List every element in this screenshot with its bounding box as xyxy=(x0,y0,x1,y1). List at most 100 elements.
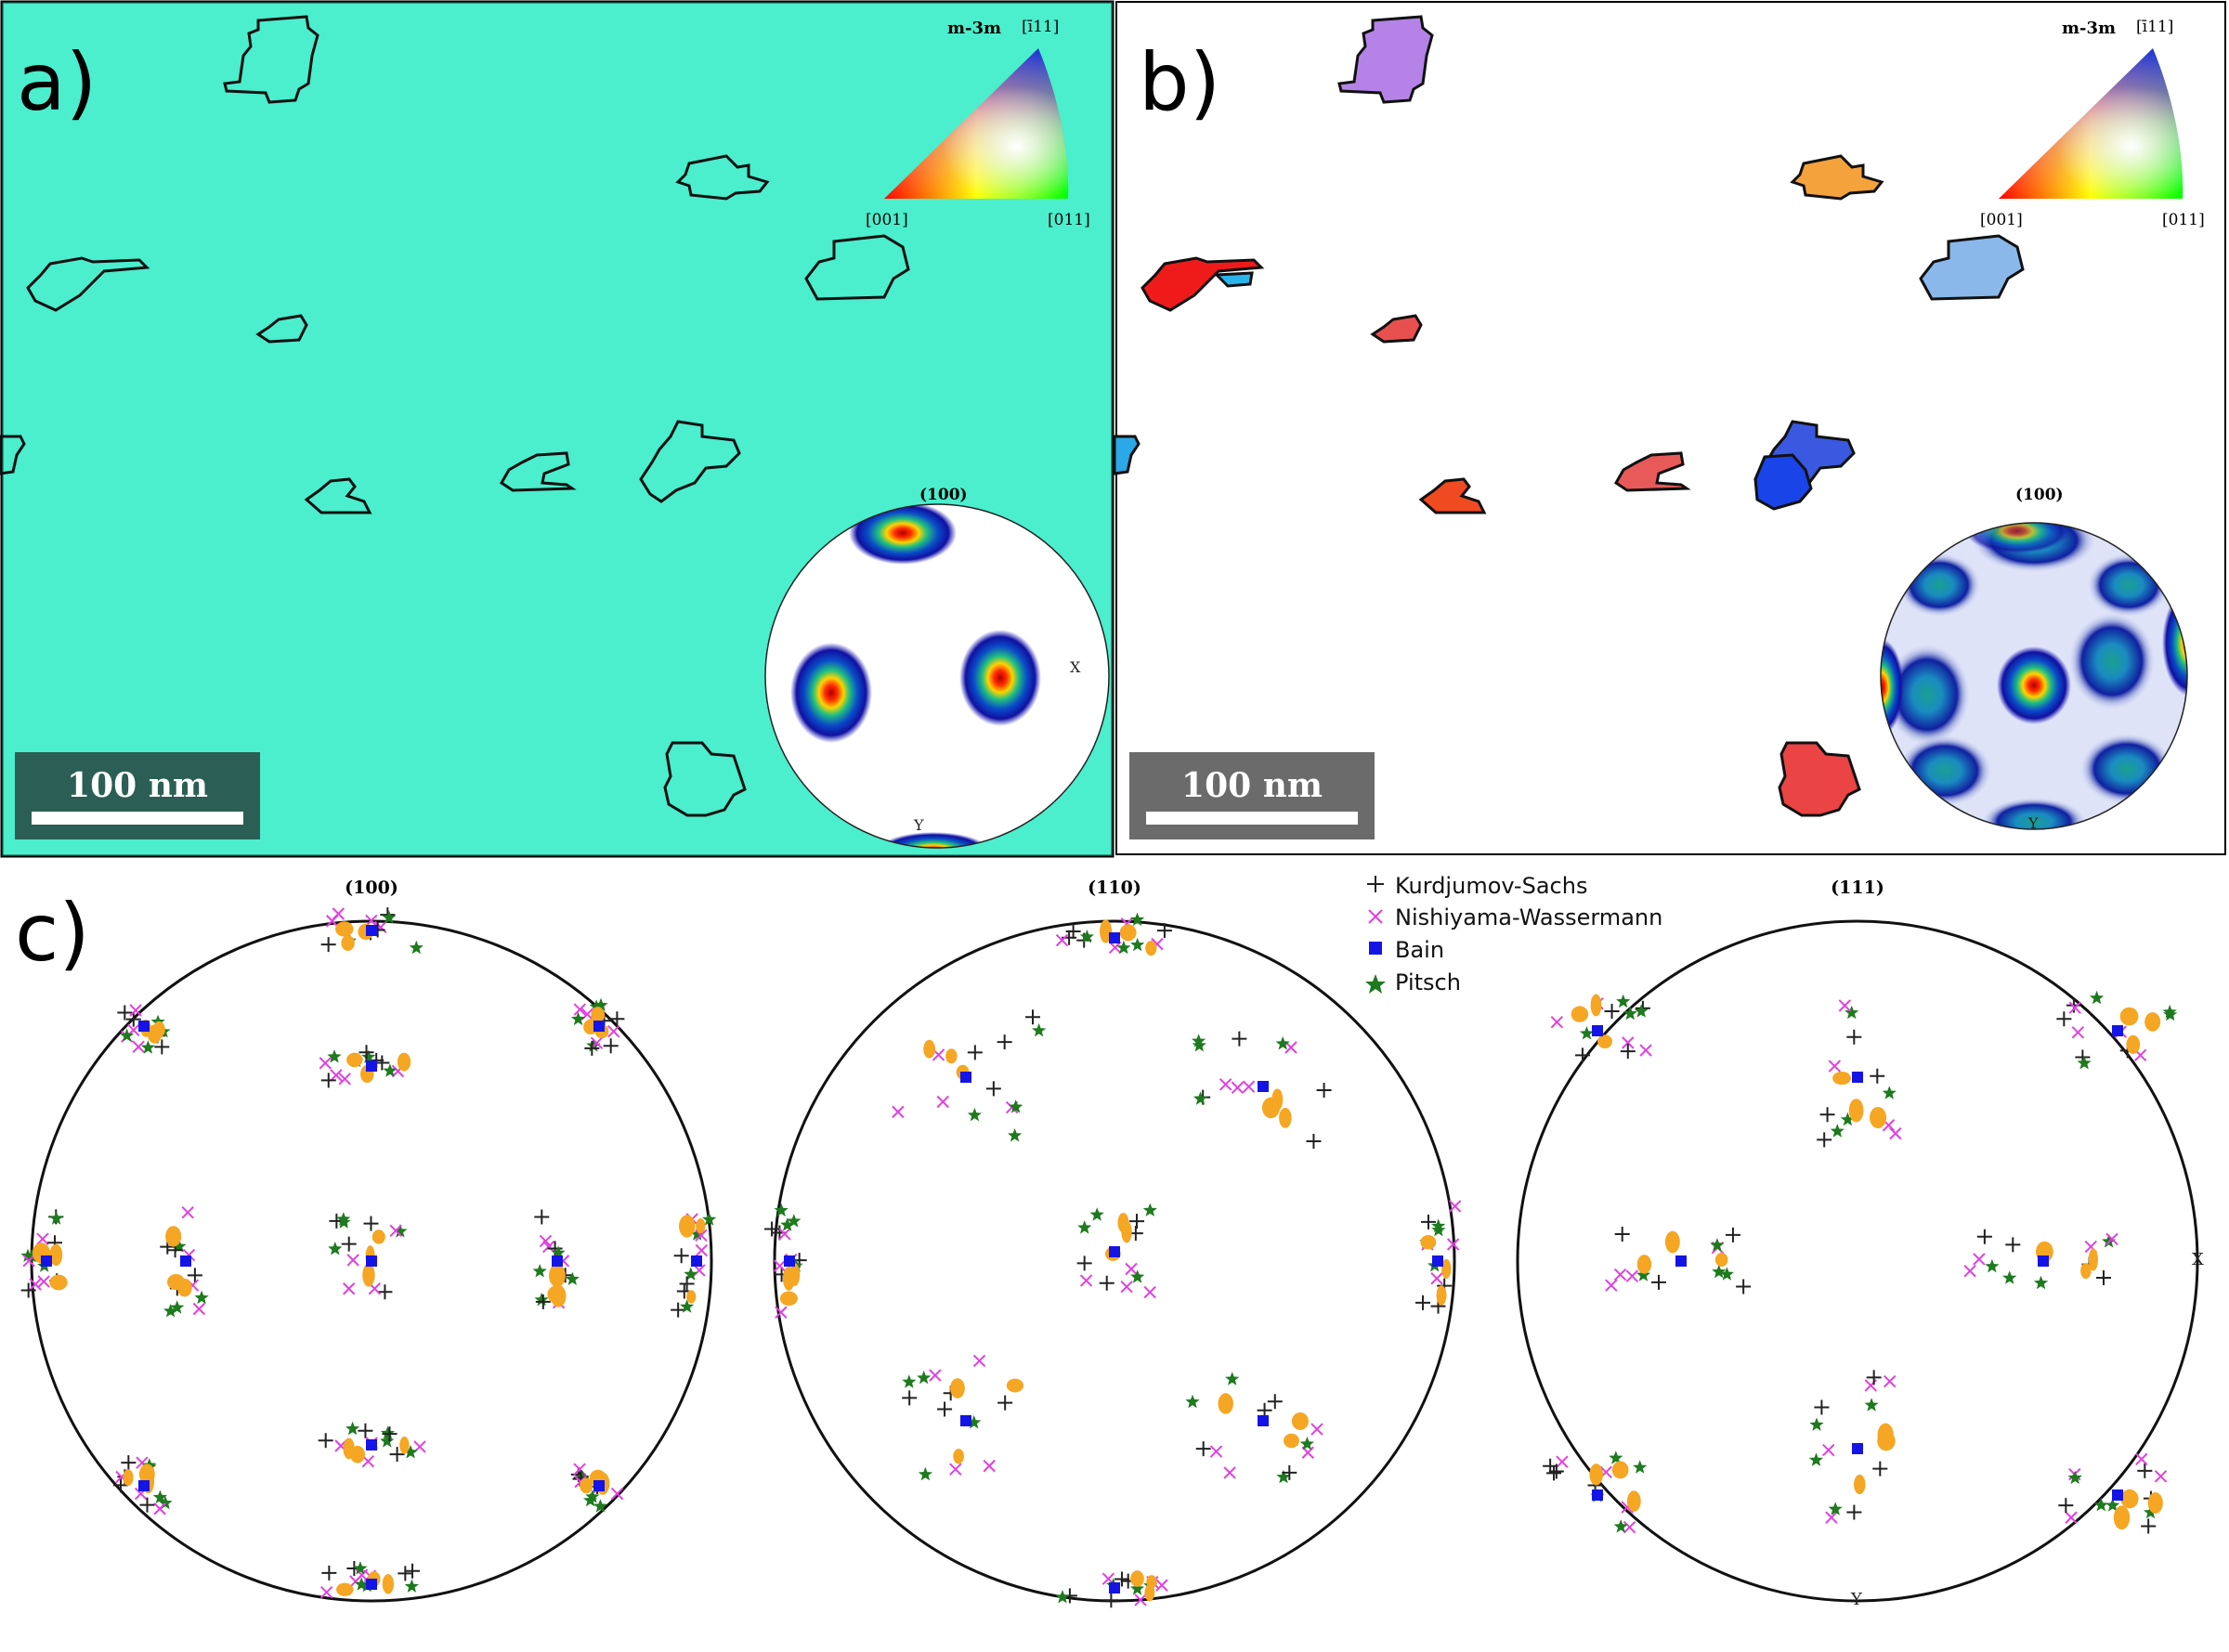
pitsch-marker xyxy=(1844,1005,1859,1020)
measured-orientation xyxy=(1877,1431,1896,1451)
kurdjumov-sachs-marker xyxy=(117,1005,133,1021)
measured-orientation xyxy=(1436,1285,1447,1306)
kurdjumov-sachs-marker xyxy=(1267,1394,1283,1410)
bain-marker xyxy=(1852,1443,1863,1454)
pole-figure-title: (100) xyxy=(919,486,968,504)
ipf-right-dir: [011] xyxy=(1048,211,1090,229)
pitsch-marker xyxy=(1828,1502,1843,1515)
kurdjumov-sachs-marker xyxy=(363,1216,379,1231)
nishiyama-wassermann-marker xyxy=(153,1502,166,1515)
nishiyama-wassermann-marker xyxy=(1828,1060,1842,1073)
kurdjumov-sachs-marker xyxy=(1814,1399,1830,1415)
pole-figure-title: (111) xyxy=(1831,878,1884,898)
measured-orientation xyxy=(335,921,354,937)
pole-figure-border xyxy=(1516,919,2199,1603)
kurdjumov-sachs-marker xyxy=(985,1081,1001,1097)
nishiyama-wassermann-marker xyxy=(1120,1281,1133,1294)
pitsch-marker xyxy=(49,1211,64,1225)
nishiyama-wassermann-marker xyxy=(695,1243,709,1257)
pitsch-marker xyxy=(1116,940,1131,955)
grain xyxy=(1213,271,1254,288)
kurdjumov-sachs-marker xyxy=(1817,1132,1832,1148)
pitsch-marker xyxy=(1192,1038,1206,1052)
nishiyama-wassermann-marker xyxy=(1623,1520,1636,1534)
measured-orientation xyxy=(1714,1253,1728,1268)
pitsch-marker xyxy=(1710,1238,1725,1252)
nishiyama-wassermann-marker xyxy=(778,1228,791,1241)
legend-label: Nishiyama-Wassermann xyxy=(1395,904,1662,930)
nishiyama-wassermann-marker xyxy=(1963,1265,1976,1278)
pitsch-marker xyxy=(593,997,608,1012)
bain-marker xyxy=(138,1480,150,1491)
nishiyama-wassermann-marker xyxy=(1209,1445,1223,1458)
pitsch-marker xyxy=(1840,1112,1855,1126)
kurdjumov-sachs-marker xyxy=(1156,923,1172,939)
pitsch-marker xyxy=(327,1049,342,1063)
kurdjumov-sachs-marker xyxy=(1306,1134,1322,1150)
kurdjumov-sachs-marker xyxy=(584,1040,600,1056)
scale-bar xyxy=(32,812,243,825)
nishiyama-wassermann-marker xyxy=(610,1487,624,1501)
nishiyama-wassermann-marker xyxy=(192,1302,206,1316)
pole-figure-y-label: Y xyxy=(1850,1590,1863,1609)
kurdjumov-sachs-marker xyxy=(125,1011,141,1027)
square-marker-icon xyxy=(1369,942,1382,955)
grain xyxy=(1113,435,1141,475)
intensity-peak xyxy=(878,832,989,848)
measured-orientation xyxy=(1597,1034,1612,1049)
panel-b-label: b) xyxy=(1139,36,1220,129)
nishiyama-wassermann-marker xyxy=(1884,1374,1897,1388)
cross-marker-icon xyxy=(1368,909,1383,924)
nishiyama-wassermann-marker xyxy=(1613,1268,1627,1281)
kurdjumov-sachs-marker xyxy=(764,1221,780,1237)
pitsch-marker xyxy=(1579,1026,1595,1040)
measured-orientation xyxy=(2126,1034,2141,1054)
kurdjumov-sachs-marker xyxy=(997,1395,1013,1411)
kurdjumov-sachs-marker xyxy=(1546,1465,1562,1481)
kurdjumov-sachs-marker xyxy=(1819,1107,1835,1123)
measured-orientation xyxy=(1261,1097,1280,1119)
measured-orientation xyxy=(679,1215,696,1238)
kurdjumov-sachs-marker xyxy=(113,1477,129,1493)
measured-orientation xyxy=(551,1284,567,1307)
kurdjumov-sachs-marker xyxy=(1574,1047,1590,1063)
pitsch-marker xyxy=(170,1300,185,1314)
kurdjumov-sachs-marker xyxy=(139,1497,155,1513)
bain-marker xyxy=(138,1021,150,1032)
nishiyama-wassermann-marker xyxy=(389,1224,402,1238)
intensity-peak xyxy=(1965,523,2069,553)
measured-orientation xyxy=(2113,1505,2131,1530)
measured-orientation xyxy=(1589,1463,1604,1486)
kurdjumov-sachs-marker xyxy=(1282,1464,1297,1480)
pole-figure-x-label: X xyxy=(1070,658,1081,676)
nishiyama-wassermann-marker xyxy=(36,1232,49,1245)
measured-orientation xyxy=(49,1274,68,1291)
measured-orientation xyxy=(49,1243,63,1267)
kurdjumov-sachs-marker xyxy=(2005,1237,2021,1253)
pitsch-marker xyxy=(1032,1022,1047,1037)
grain xyxy=(1370,314,1423,344)
pitsch-marker xyxy=(404,1579,419,1593)
pitsch-marker xyxy=(1616,994,1631,1008)
nishiyama-wassermann-marker xyxy=(2154,1470,2168,1483)
measured-orientation xyxy=(945,1048,958,1064)
kurdjumov-sachs-marker xyxy=(187,1268,202,1283)
pole-figure-y-label: Y xyxy=(913,816,924,834)
nishiyama-wassermann-marker xyxy=(1622,1036,1635,1049)
measured-orientation xyxy=(1100,919,1113,943)
kurdjumov-sachs-marker xyxy=(1076,1255,1092,1271)
measured-orientation xyxy=(789,1263,801,1286)
kurdjumov-sachs-marker xyxy=(1651,1274,1667,1290)
nishiyama-wassermann-marker xyxy=(695,1229,708,1242)
grain xyxy=(1614,451,1691,492)
nishiyama-wassermann-marker xyxy=(332,907,345,920)
measured-orientation xyxy=(2147,1491,2163,1514)
pitsch-marker xyxy=(393,1224,408,1238)
pitsch-marker xyxy=(1985,1258,2000,1273)
nishiyama-wassermann-marker xyxy=(2135,1452,2148,1466)
pitsch-marker xyxy=(1636,1268,1651,1281)
measured-orientation xyxy=(1145,940,1157,956)
pitsch-marker xyxy=(158,1495,173,1510)
panel-b-grains xyxy=(1113,15,2025,817)
